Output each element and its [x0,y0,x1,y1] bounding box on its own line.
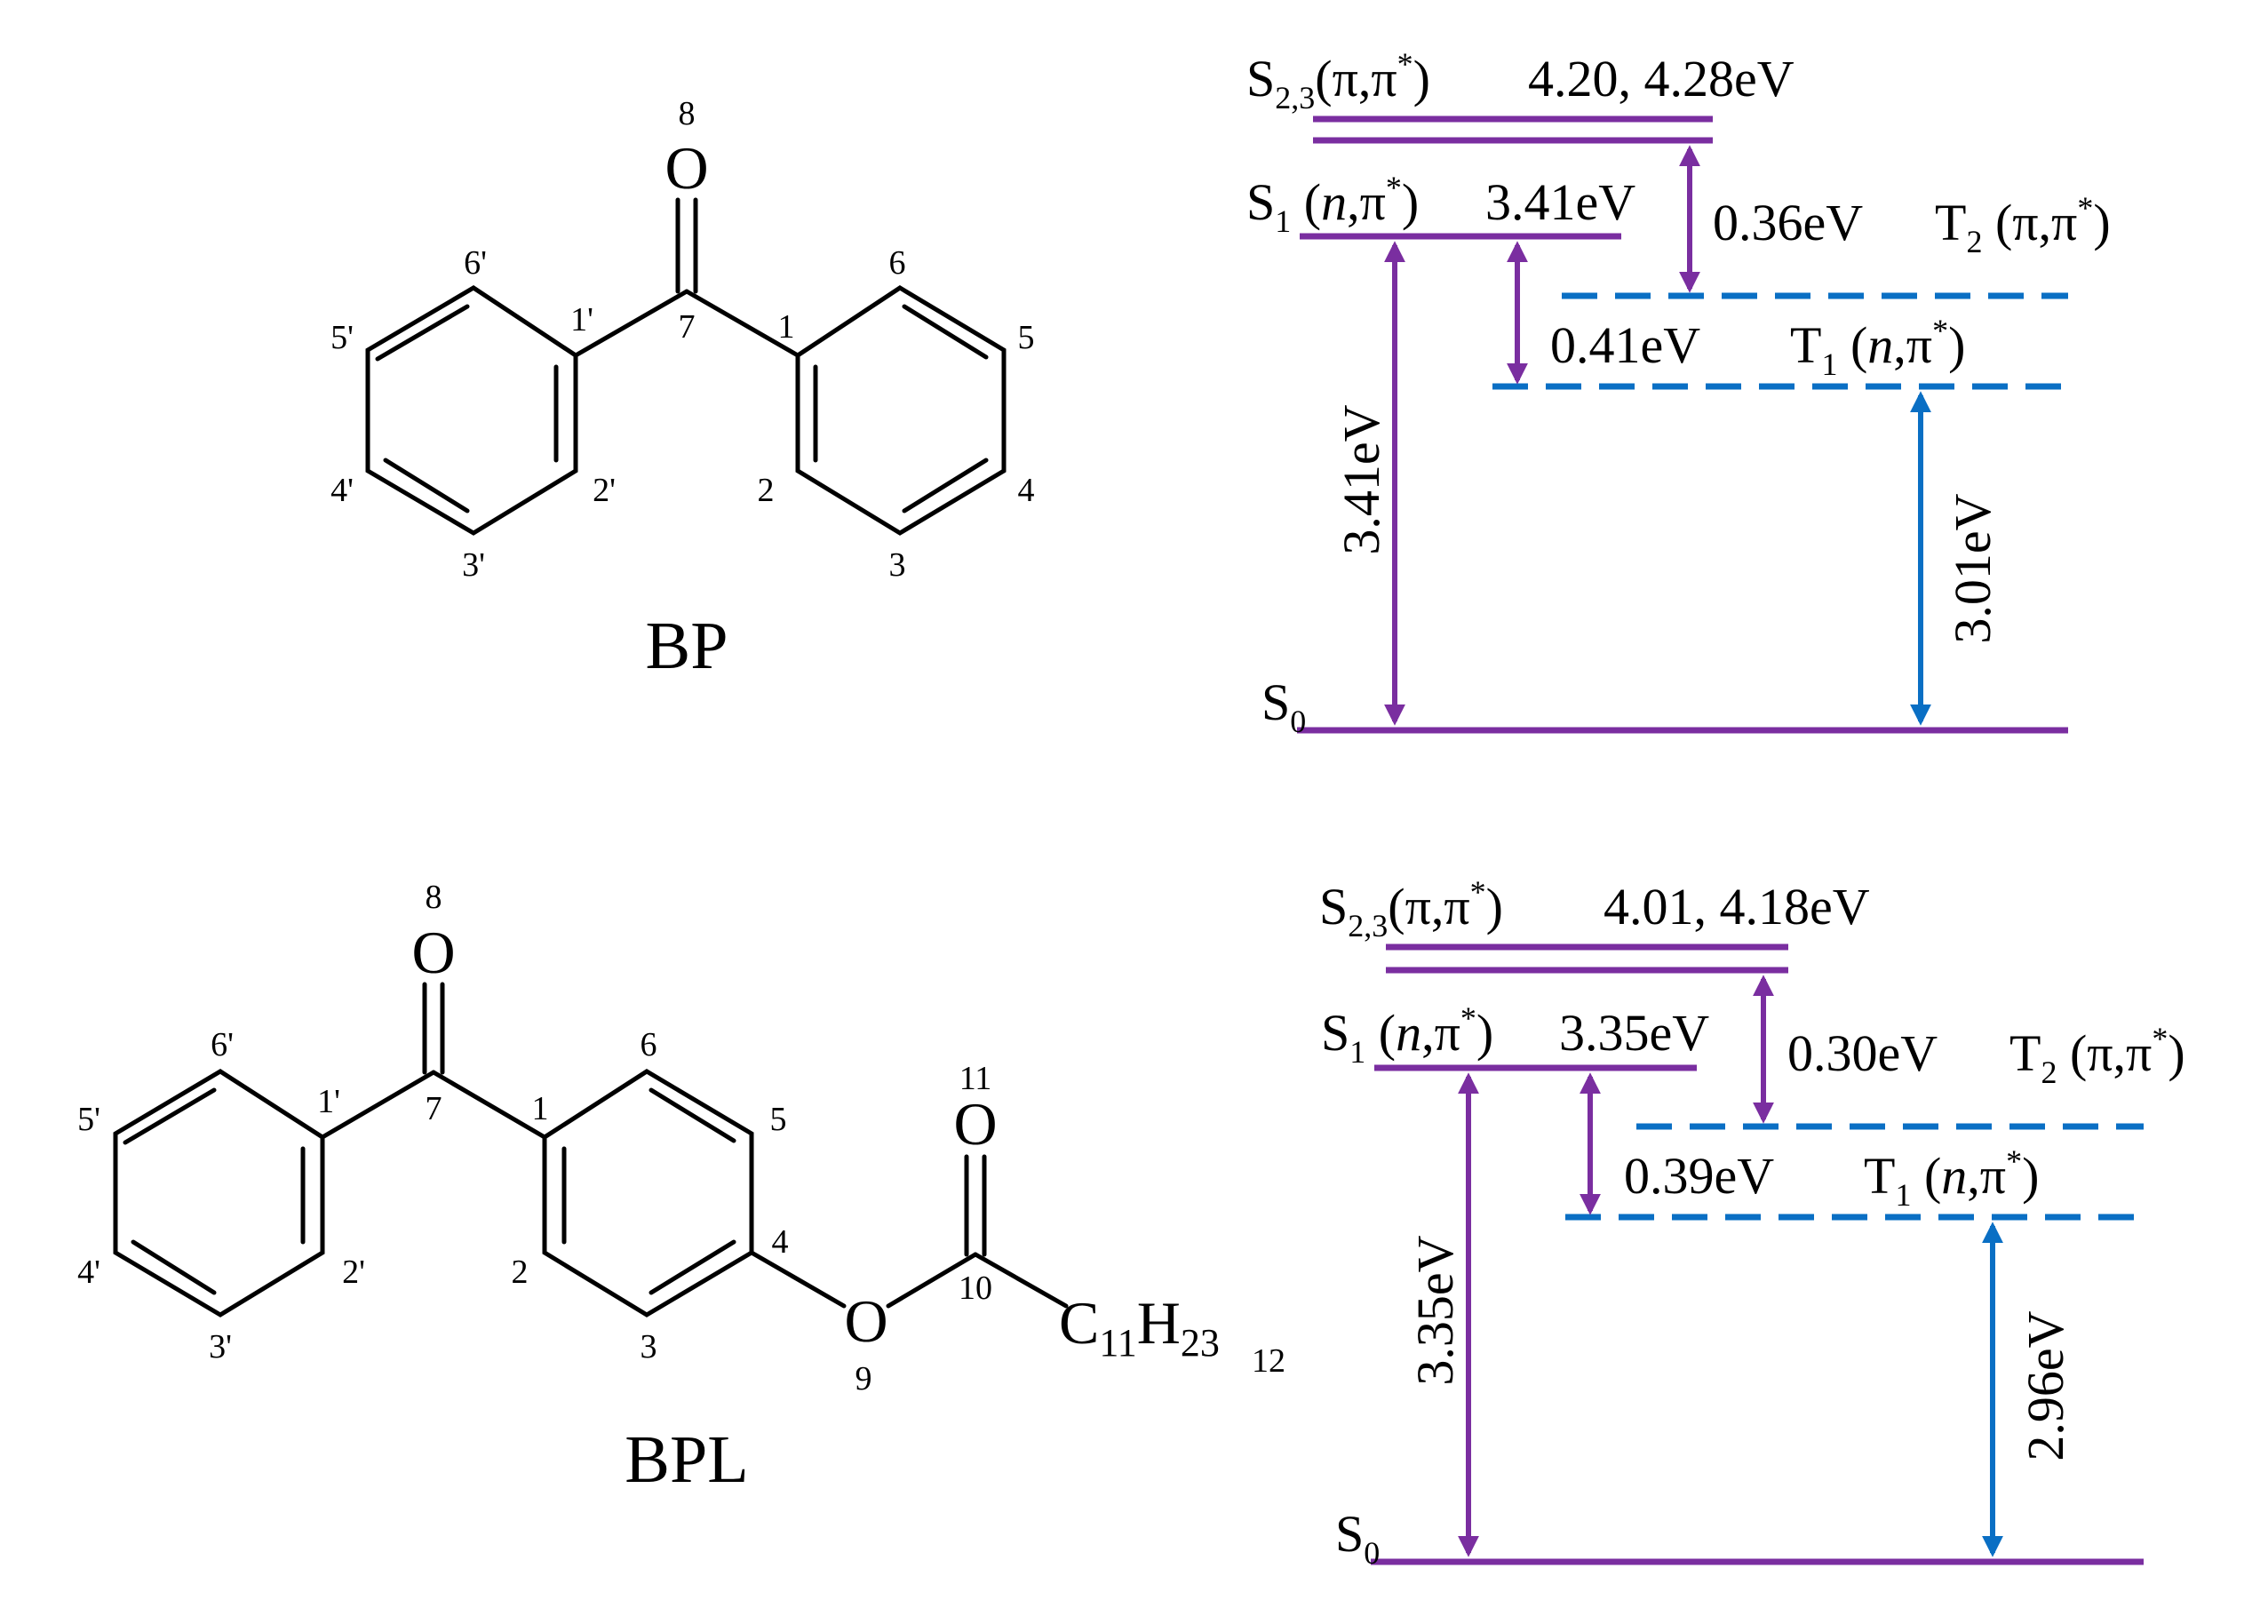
bpl-atom-8: 8 [426,879,442,916]
bpl-bond-c10-chain [973,1252,1069,1309]
bp-bond-c7-c1p [573,289,689,358]
bp-ring-right [795,285,1007,536]
bp-atom-8: 8 [679,95,696,132]
bpl-atom-10: 10 [959,1270,992,1307]
bpl-ring-center [542,1069,754,1318]
bpl-atom-6: 6 [641,1026,657,1063]
bp-trans-s1-s0: 3.41eV [1333,404,1390,554]
bpl-ring-left [113,1069,325,1318]
bpl-label-t2: T2 (π,π*) [2009,1021,2185,1090]
bp-atom-1: 1 [778,308,795,346]
bpl-atom-5: 5 [770,1101,787,1138]
bpl-atom-1: 1 [532,1090,549,1127]
bp-atom-3: 3 [889,546,906,584]
bp-atom-6p: 6' [464,244,487,282]
bpl-oxygen-9-label: O [844,1287,887,1355]
bp-label-s0: S0 [1261,673,1306,739]
bp-atom-4p: 4' [330,472,354,509]
bp-atom-6: 6 [889,244,906,282]
bp-ring-left-double-2 [383,458,470,513]
bp-energy-s1: 3.41eV [1485,173,1635,231]
bpl-label-s0: S0 [1335,1505,1380,1571]
bpl-atom-12: 12 [1252,1342,1285,1380]
bpl-bond-c7-c1 [431,1070,547,1140]
bp-atom-4: 4 [1018,472,1035,509]
bpl-atom-6p: 6' [211,1026,234,1063]
bp-gap-s1-t1: 0.41eV [1550,316,1700,374]
bp-atom-7: 7 [679,308,696,346]
bpl-atom-11: 11 [959,1060,992,1097]
bp-oxygen-label: O [664,134,708,202]
bpl-ring-center-double-1 [649,1087,736,1143]
bpl-bond-c4-o9 [749,1250,847,1309]
bp-trans-t1-s0: 3.01eV [1944,493,2001,643]
bp-ring-left [365,285,578,536]
bp-atom-3p: 3' [462,546,485,584]
bp-atom-5p: 5' [330,319,354,356]
bp-label-s1: S1 (n,π*) [1246,170,1419,239]
bpl-label-t1: T1 (n,π*) [1864,1143,2039,1213]
bpl-gap-s23-t2: 0.30eV [1787,1024,1938,1082]
bpl-oxygen-11-label: O [953,1090,997,1158]
bp-name: BP [646,609,728,683]
bpl-ring-left-double-1 [123,1087,217,1145]
bpl-chain-label: C11H23 [1059,1289,1220,1365]
bp-atom-5: 5 [1018,319,1035,356]
bpl-bond-c7-c1p [320,1070,436,1140]
bp-atom-2: 2 [758,472,775,509]
bpl-energy-s23: 4.01, 4.18eV [1604,878,1870,935]
bp-atom-1p: 1' [570,301,593,338]
bpl-gap-s1-t1: 0.39eV [1624,1147,1774,1205]
bp-label-t2: T2 (π,π*) [1935,190,2111,259]
bp-ring-right-double-1 [902,304,989,360]
bpl-name: BPL [625,1422,748,1497]
bpl-structure: O O O C11H23 8 7 1 2 3 4 5 6 9 10 11 12 … [77,879,1285,1497]
bpl-trans-s1-s0: 3.35eV [1406,1235,1464,1385]
bp-energy-diagram: S2,3(π,π*) 4.20, 4.28eV S1 (n,π*) 3.41eV… [1246,46,2111,739]
bp-label-s23: S2,3(π,π*) [1246,46,1430,115]
bp-label-t1: T1 (n,π*) [1790,313,1965,382]
bp-energy-s23: 4.20, 4.28eV [1528,50,1795,107]
bpl-atom-7: 7 [426,1090,442,1127]
bp-structure: O 8 7 1 2 3 4 5 6 1' 2' 3' 4' 5' 6' BP [330,95,1034,683]
bpl-trans-t1-s0: 2.96eV [2017,1310,2074,1461]
bpl-ring-center-double-2 [649,1239,736,1295]
bp-bond-c7-c1 [684,289,800,358]
bp-ring-right-double-2 [902,458,989,513]
bp-gap-s23-t2: 0.36eV [1713,194,1863,251]
bpl-atom-4: 4 [772,1223,789,1261]
bpl-atom-3: 3 [641,1328,657,1365]
bpl-energy-s1: 3.35eV [1559,1004,1709,1062]
bpl-oxygen-label: O [411,919,455,986]
bpl-atom-1p: 1' [317,1083,340,1120]
bpl-atom-2: 2 [512,1254,529,1291]
bpl-energy-diagram: S2,3(π,π*) 4.01, 4.18eV S1 (n,π*) 3.35eV… [1319,874,2185,1571]
bp-ring-left-double-1 [375,304,470,362]
bp-atom-2p: 2' [593,472,616,509]
bpl-atom-4p: 4' [77,1254,100,1291]
bpl-label-s1: S1 (n,π*) [1321,1000,1493,1070]
bpl-label-s23: S2,3(π,π*) [1319,874,1503,943]
bpl-atom-5p: 5' [77,1101,100,1138]
bpl-bond-o9-c10 [886,1252,978,1309]
bpl-atom-2p: 2' [342,1254,365,1291]
bpl-atom-3p: 3' [209,1328,232,1365]
bpl-atom-9: 9 [855,1360,872,1397]
bpl-ring-left-double-2 [131,1239,217,1295]
